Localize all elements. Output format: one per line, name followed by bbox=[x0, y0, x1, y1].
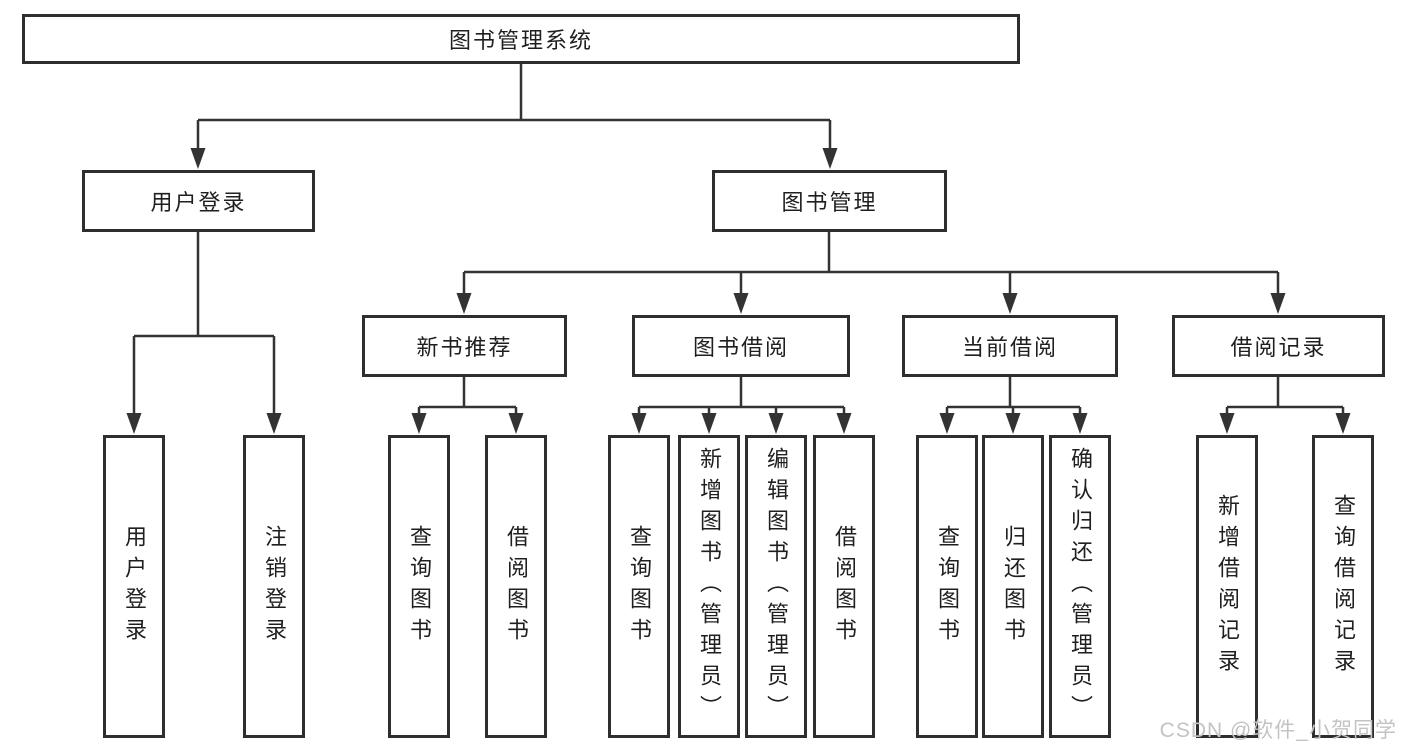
csdn-watermark: CSDN @软件_小贺同学 bbox=[1159, 719, 1397, 742]
node-label: 注销登录 bbox=[262, 524, 287, 649]
leaf-add-book-admin: 新增图书（管理员） bbox=[678, 435, 740, 738]
node-label: 用户登录 bbox=[122, 524, 147, 649]
node-user-login: 用户登录 bbox=[82, 170, 315, 232]
connector-stems bbox=[132, 64, 1345, 417]
node-label: 编辑图书（管理员） bbox=[764, 447, 789, 726]
node-label: 当前借阅 bbox=[961, 335, 1058, 360]
node-label: 确认归还（管理员） bbox=[1068, 447, 1093, 726]
node-book-management: 图书管理 bbox=[712, 170, 947, 232]
leaf-user-login: 用户登录 bbox=[103, 435, 165, 738]
leaf-query-books-recommend: 查询图书 bbox=[388, 435, 450, 738]
node-borrowing-records: 借阅记录 bbox=[1172, 315, 1385, 377]
leaf-confirm-return-admin: 确认归还（管理员） bbox=[1049, 435, 1111, 738]
leaf-query-borrow-record: 查询借阅记录 bbox=[1312, 435, 1374, 738]
node-label: 查询图书 bbox=[935, 524, 960, 649]
node-label: 图书管理系统 bbox=[448, 28, 593, 53]
node-label: 借阅图书 bbox=[504, 524, 529, 649]
leaf-add-borrow-record: 新增借阅记录 bbox=[1196, 435, 1258, 738]
node-label: 新书推荐 bbox=[416, 335, 513, 360]
node-library-management-system: 图书管理系统 bbox=[22, 14, 1020, 64]
node-label: 新增图书（管理员） bbox=[697, 447, 722, 726]
leaf-borrow-books: 借阅图书 bbox=[813, 435, 875, 738]
node-label: 查询借阅记录 bbox=[1331, 493, 1356, 680]
leaf-borrow-books-recommend: 借阅图书 bbox=[485, 435, 547, 738]
node-label: 借阅记录 bbox=[1230, 335, 1327, 360]
node-label: 图书借阅 bbox=[692, 335, 789, 360]
node-label: 查询图书 bbox=[627, 524, 652, 649]
leaf-return-books: 归还图书 bbox=[982, 435, 1044, 738]
leaf-edit-book-admin: 编辑图书（管理员） bbox=[745, 435, 807, 738]
node-label: 新增借阅记录 bbox=[1215, 493, 1240, 680]
node-new-book-recommendation: 新书推荐 bbox=[362, 315, 567, 377]
leaf-query-books-borrow: 查询图书 bbox=[608, 435, 670, 738]
node-current-borrowing: 当前借阅 bbox=[902, 315, 1118, 377]
node-label: 查询图书 bbox=[407, 524, 432, 649]
node-label: 图书管理 bbox=[781, 190, 878, 215]
leaf-logout: 注销登录 bbox=[243, 435, 305, 738]
node-label: 借阅图书 bbox=[832, 524, 857, 649]
arrowheads bbox=[126, 148, 1351, 434]
node-label: 归还图书 bbox=[1001, 524, 1026, 649]
leaf-query-books-current: 查询图书 bbox=[916, 435, 978, 738]
node-label: 用户登录 bbox=[150, 190, 247, 215]
node-book-borrowing: 图书借阅 bbox=[632, 315, 850, 377]
